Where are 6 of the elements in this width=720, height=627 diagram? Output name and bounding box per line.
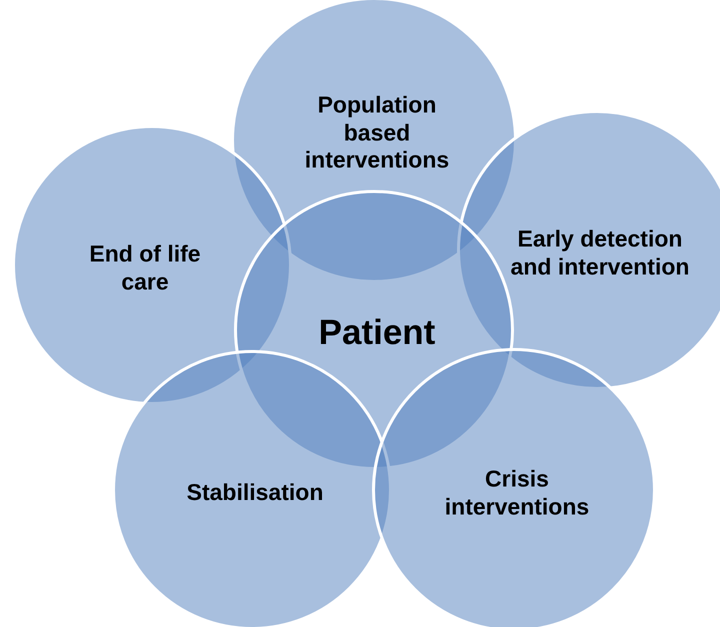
center-label: Patient bbox=[318, 312, 436, 354]
circle-label: Crisis interventions bbox=[444, 465, 590, 521]
circle-label: End of life care bbox=[88, 240, 202, 296]
circle-label: Stabilisation bbox=[186, 479, 324, 507]
circle-label: Population based interventions bbox=[304, 92, 450, 174]
circle-label: Early detection and intervention bbox=[510, 225, 690, 281]
